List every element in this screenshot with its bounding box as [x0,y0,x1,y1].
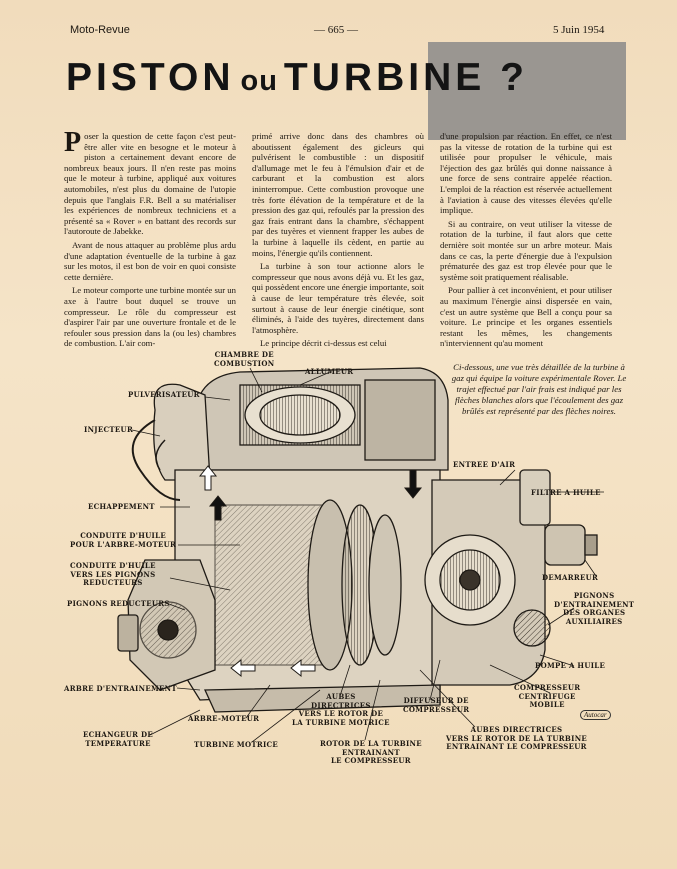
label-entree-air: ENTREE D'AIR [453,460,516,469]
label-pompe-huile: POMPE A HUILE [535,661,606,670]
autocar-credit: Autocar [580,710,611,720]
label-arbre-entrainement: ARBRE D'ENTRAINEMENT [64,684,177,693]
label-pulverisateur: PULVERISATEUR [128,390,200,399]
title-ou: ou [240,65,278,97]
magazine-name: Moto-Revue [70,24,130,36]
title-turbine: TURBINE ? [283,56,528,99]
label-demarreur: DEMARREUR [542,573,599,582]
label-pignons-reducteurs: PIGNONS REDUCTEURS [67,599,170,608]
label-allumeur: ALLUMEUR [305,367,354,376]
label-compresseur-centrifuge: COMPRESSEUR CENTRIFUGE MOBILE [514,683,581,709]
article-column-2: primé arrive donc dans des chambres où a… [252,131,424,352]
label-conduite-huile-pignons: CONDUITE D'HUILE VERS LES PIGNONS REDUCT… [70,561,156,587]
paragraph: Le principe décrit ci-dessus est celui [260,338,387,349]
paragraph: d'une propulsion par réaction. En effet,… [440,131,612,216]
issue-date: 5 Juin 1954 [553,24,605,36]
label-arbre-moteur: ARBRE-MOTEUR [188,714,260,723]
article-column-3: d'une propulsion par réaction. En effet,… [440,131,612,352]
label-turbine-motrice: TURBINE MOTRICE [194,740,279,749]
label-pignons-entrainement: PIGNONS D'ENTRAINEMENT DES ORGANES AUXIL… [554,591,635,626]
title-piston: PISTON [66,56,235,99]
paragraph: Le moteur comporte une turbine montée su… [64,285,236,349]
label-chambre-combustion: CHAMBRE DE COMBUSTION [214,350,275,368]
label-echangeur-temperature: ECHANGEUR DE TEMPERATURE [83,730,154,748]
label-echappement: ECHAPPEMENT [88,502,155,511]
page-number: — 665 — [314,24,358,36]
label-filtre-huile: FILTRE A HUILE [531,488,601,497]
paragraph: Avant de nous attaquer au problème plus … [64,239,236,282]
paragraph: La turbine à son tour actionne alors le … [252,261,424,335]
label-injecteur: INJECTEUR [84,425,134,434]
paragraph: Pour pallier à cet inconvénient, et pour… [440,285,612,349]
paragraph: primé arrive donc dans des chambres où a… [252,131,424,258]
label-diffuseur-compresseur: DIFFUSEUR DE COMPRESSEUR [403,696,470,714]
label-conduite-huile-arbre: CONDUITE D'HUILE POUR L'ARBRE-MOTEUR [70,531,177,549]
label-aubes-directrices-compresseur: AUBES DIRECTRICES VERS LE ROTOR DE LA TU… [446,725,588,751]
drop-cap: P [64,127,82,158]
label-aubes-directrices-turbine-motrice: AUBES DIRECTRICES VERS LE ROTOR DE LA TU… [292,692,390,727]
paragraph: Si au contraire, on veut utiliser la vit… [440,218,612,282]
label-rotor-turbine-compresseur: ROTOR DE LA TURBINE ENTRAINANT LE COMPRE… [320,739,422,765]
figure-caption: Ci-dessous, une vue très détaillée de la… [451,362,627,416]
title-gray-block [428,42,626,140]
